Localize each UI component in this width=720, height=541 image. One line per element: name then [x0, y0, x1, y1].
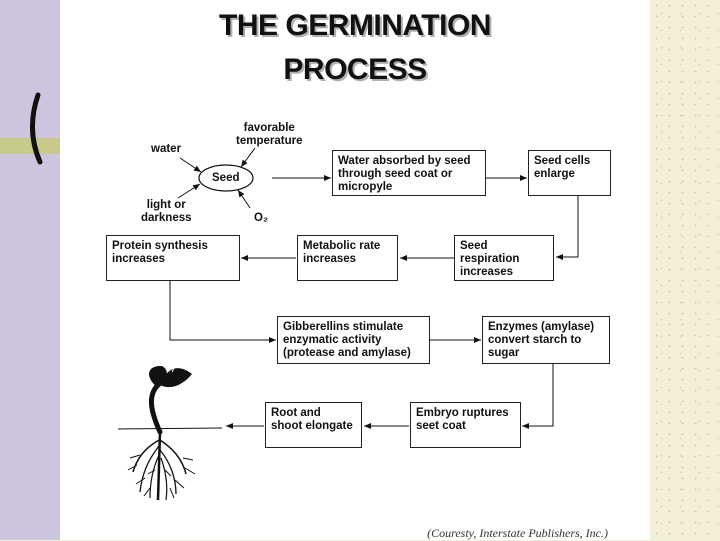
step-water-absorbed: Water absorbed by seed through seed coat… — [332, 150, 486, 196]
left-accent-bar — [0, 138, 60, 154]
left-decorative-band — [0, 0, 60, 540]
arrow-water-to-seed — [179, 157, 202, 173]
step-seed-respiration: Seed respiration increases — [454, 235, 554, 281]
step-root-shoot-elongate: Root and shoot elongate — [265, 402, 362, 448]
step-protein-synthesis: Protein synthesis increases — [106, 235, 240, 281]
arrow-protein-to-gibberellins — [169, 281, 276, 343]
temperature-label: favorable temperature — [236, 122, 303, 147]
step-seed-cells-enlarge: Seed cells enlarge — [528, 150, 611, 196]
arrow-enzymes-to-embryo — [522, 364, 554, 429]
slide-title: THE GERMINATION PROCESS — [219, 9, 491, 86]
seed-label: Seed — [212, 172, 240, 184]
arrow-temperature-to-seed — [240, 147, 256, 168]
seed-ellipse — [198, 164, 254, 192]
image-credit: (Couresty, Interstate Publishers, Inc.) — [427, 526, 608, 540]
arrow-oxygen-to-seed — [237, 189, 251, 209]
arrow-light-to-seed — [177, 183, 201, 199]
water-label: water — [151, 143, 182, 155]
step-metabolic-rate: Metabolic rate increases — [297, 235, 398, 281]
step-gibberellins: Gibberellins stimulate enzymatic activit… — [277, 316, 430, 364]
light-darkness-label: light or darkness — [141, 199, 192, 224]
arrow-enlarge-to-respiration — [556, 196, 579, 260]
step-enzymes-amylase: Enzymes (amylase) convert starch to suga… — [482, 316, 610, 364]
seedling-illustration — [117, 363, 223, 501]
oxygen-label: O₂ — [254, 212, 269, 224]
step-embryo-ruptures: Embryo ruptures seet coat — [410, 402, 521, 448]
decorative-swoosh — [29, 92, 43, 165]
